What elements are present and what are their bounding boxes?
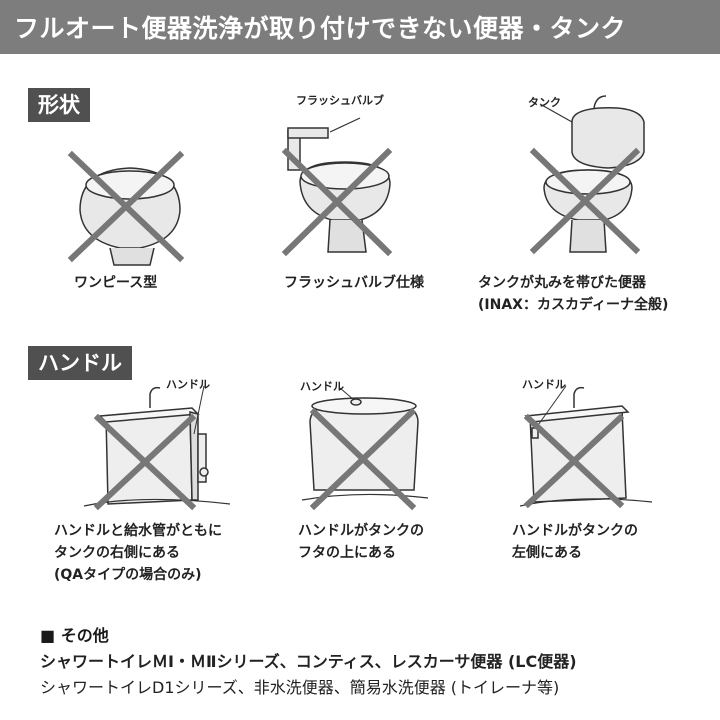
- other-line-1: シャワートイレＭⅠ・ＭⅡシリーズ、コンティス、レスカーサ便器 (LC便器): [40, 652, 577, 671]
- caption-flush-valve: フラッシュバルブ仕様: [284, 272, 424, 294]
- callout-flush-valve: フラッシュバルブ: [296, 94, 384, 107]
- rounded-tank-toilet-figure: [529, 95, 645, 255]
- caption-line: ワンピース型: [74, 275, 158, 291]
- section-label-handle: ハンドル: [28, 346, 132, 380]
- tank-handle-lid-figure: [301, 387, 429, 511]
- caption-line: タンクが丸みを帯びた便器: [478, 275, 646, 291]
- page-title: フルオート便器洗浄が取り付けできない便器・タンク: [0, 0, 720, 54]
- caption-handle-right: ハンドルと給水管がともに タンクの右側にある (QAタイプの場合のみ): [54, 520, 222, 586]
- caption-line: フタの上にある: [298, 545, 396, 561]
- caption-handle-lid: ハンドルがタンクの フタの上にある: [298, 520, 424, 564]
- caption-line: ハンドルがタンクの: [298, 523, 424, 539]
- caption-one-piece: ワンピース型: [74, 272, 157, 294]
- callout-handle-3: ハンドル: [522, 378, 566, 391]
- caption-line: ハンドルと給水管がともに: [54, 523, 222, 539]
- caption-line: 左側にある: [512, 545, 582, 561]
- callout-handle-1: ハンドル: [166, 378, 210, 391]
- callout-tank: タンク: [528, 96, 561, 109]
- flush-valve-toilet-figure: [281, 117, 393, 257]
- caption-line: フラッシュバルブ仕様: [284, 275, 424, 291]
- other-heading: ■ その他: [40, 626, 109, 645]
- callout-handle-2: ハンドル: [300, 380, 344, 393]
- caption-line: タンクの右側にある: [54, 545, 180, 561]
- caption-handle-left: ハンドルがタンクの 左側にある: [512, 520, 638, 564]
- caption-rounded-tank: タンクが丸みを帯びた便器 (INAX：カスカディーナ全般): [478, 272, 668, 316]
- other-line-2: シャワートイレD1シリーズ、非水洗便器、簡易水洗便器 (トイレーナ等): [40, 678, 560, 697]
- tank-handle-right-figure: [83, 385, 231, 511]
- one-piece-toilet-figure: [67, 150, 185, 266]
- section-label-shape: 形状: [28, 88, 90, 122]
- caption-line: ハンドルがタンクの: [512, 523, 638, 539]
- caption-line: (QAタイプの場合のみ): [54, 567, 202, 583]
- caption-line: (INAX：カスカディーナ全般): [478, 297, 669, 313]
- tank-handle-left-figure: [519, 385, 653, 509]
